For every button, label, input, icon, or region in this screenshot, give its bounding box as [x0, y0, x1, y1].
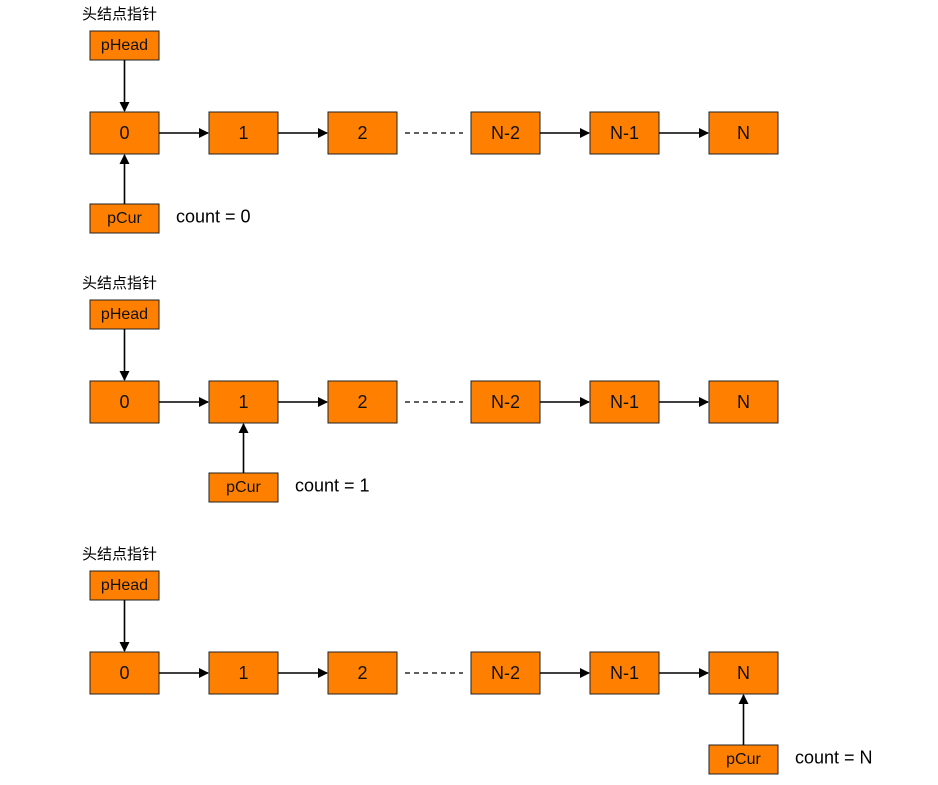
list-node — [89, 651, 160, 695]
list-node — [470, 651, 541, 695]
list-node-label: 2 — [357, 123, 367, 143]
list-node-label: 1 — [238, 123, 248, 143]
list-node-label: 1 — [238, 392, 248, 412]
list-node-label: N — [737, 663, 750, 683]
list-node — [89, 111, 160, 155]
list-node — [708, 380, 779, 424]
list-node-label: 2 — [357, 663, 367, 683]
list-node-label: 0 — [119, 123, 129, 143]
list-node — [589, 380, 660, 424]
list-node — [708, 111, 779, 155]
list-node-label: N-1 — [610, 663, 639, 683]
head-pointer-label: pHead — [101, 577, 148, 594]
list-node-label: N-1 — [610, 123, 639, 143]
list-node — [470, 380, 541, 424]
head-pointer-label: pHead — [101, 306, 148, 323]
list-node — [208, 651, 279, 695]
list-node — [589, 111, 660, 155]
count-label: count = 1 — [295, 476, 370, 496]
list-node-label: 0 — [119, 663, 129, 683]
list-node-label: 2 — [357, 392, 367, 412]
current-pointer-label: pCur — [226, 479, 261, 496]
list-node-label: N-2 — [491, 123, 520, 143]
head-caption: 头结点指针 — [82, 5, 157, 23]
list-node-label: N-2 — [491, 663, 520, 683]
list-node-label: 0 — [119, 392, 129, 412]
list-node-label: N — [737, 123, 750, 143]
list-panel — [89, 299, 779, 503]
head-caption: 头结点指针 — [82, 274, 157, 292]
list-node-label: N-1 — [610, 392, 639, 412]
list-panel — [89, 570, 779, 775]
current-pointer-label: pCur — [107, 210, 142, 227]
list-node-label: N-2 — [491, 392, 520, 412]
list-panel — [89, 30, 779, 234]
list-node — [327, 651, 398, 695]
list-node — [208, 380, 279, 424]
current-pointer-box — [89, 203, 160, 234]
current-pointer-label: pCur — [726, 751, 761, 768]
head-caption: 头结点指针 — [82, 545, 157, 563]
head-pointer-box — [89, 30, 160, 61]
list-node-label: N — [737, 392, 750, 412]
count-label: count = 0 — [176, 207, 251, 227]
head-pointer-label: pHead — [101, 37, 148, 54]
list-node — [327, 380, 398, 424]
list-node — [327, 111, 398, 155]
list-node — [708, 651, 779, 695]
list-node-label: 1 — [238, 663, 248, 683]
count-label: count = N — [795, 748, 873, 768]
current-pointer-box — [208, 472, 279, 503]
list-node — [208, 111, 279, 155]
